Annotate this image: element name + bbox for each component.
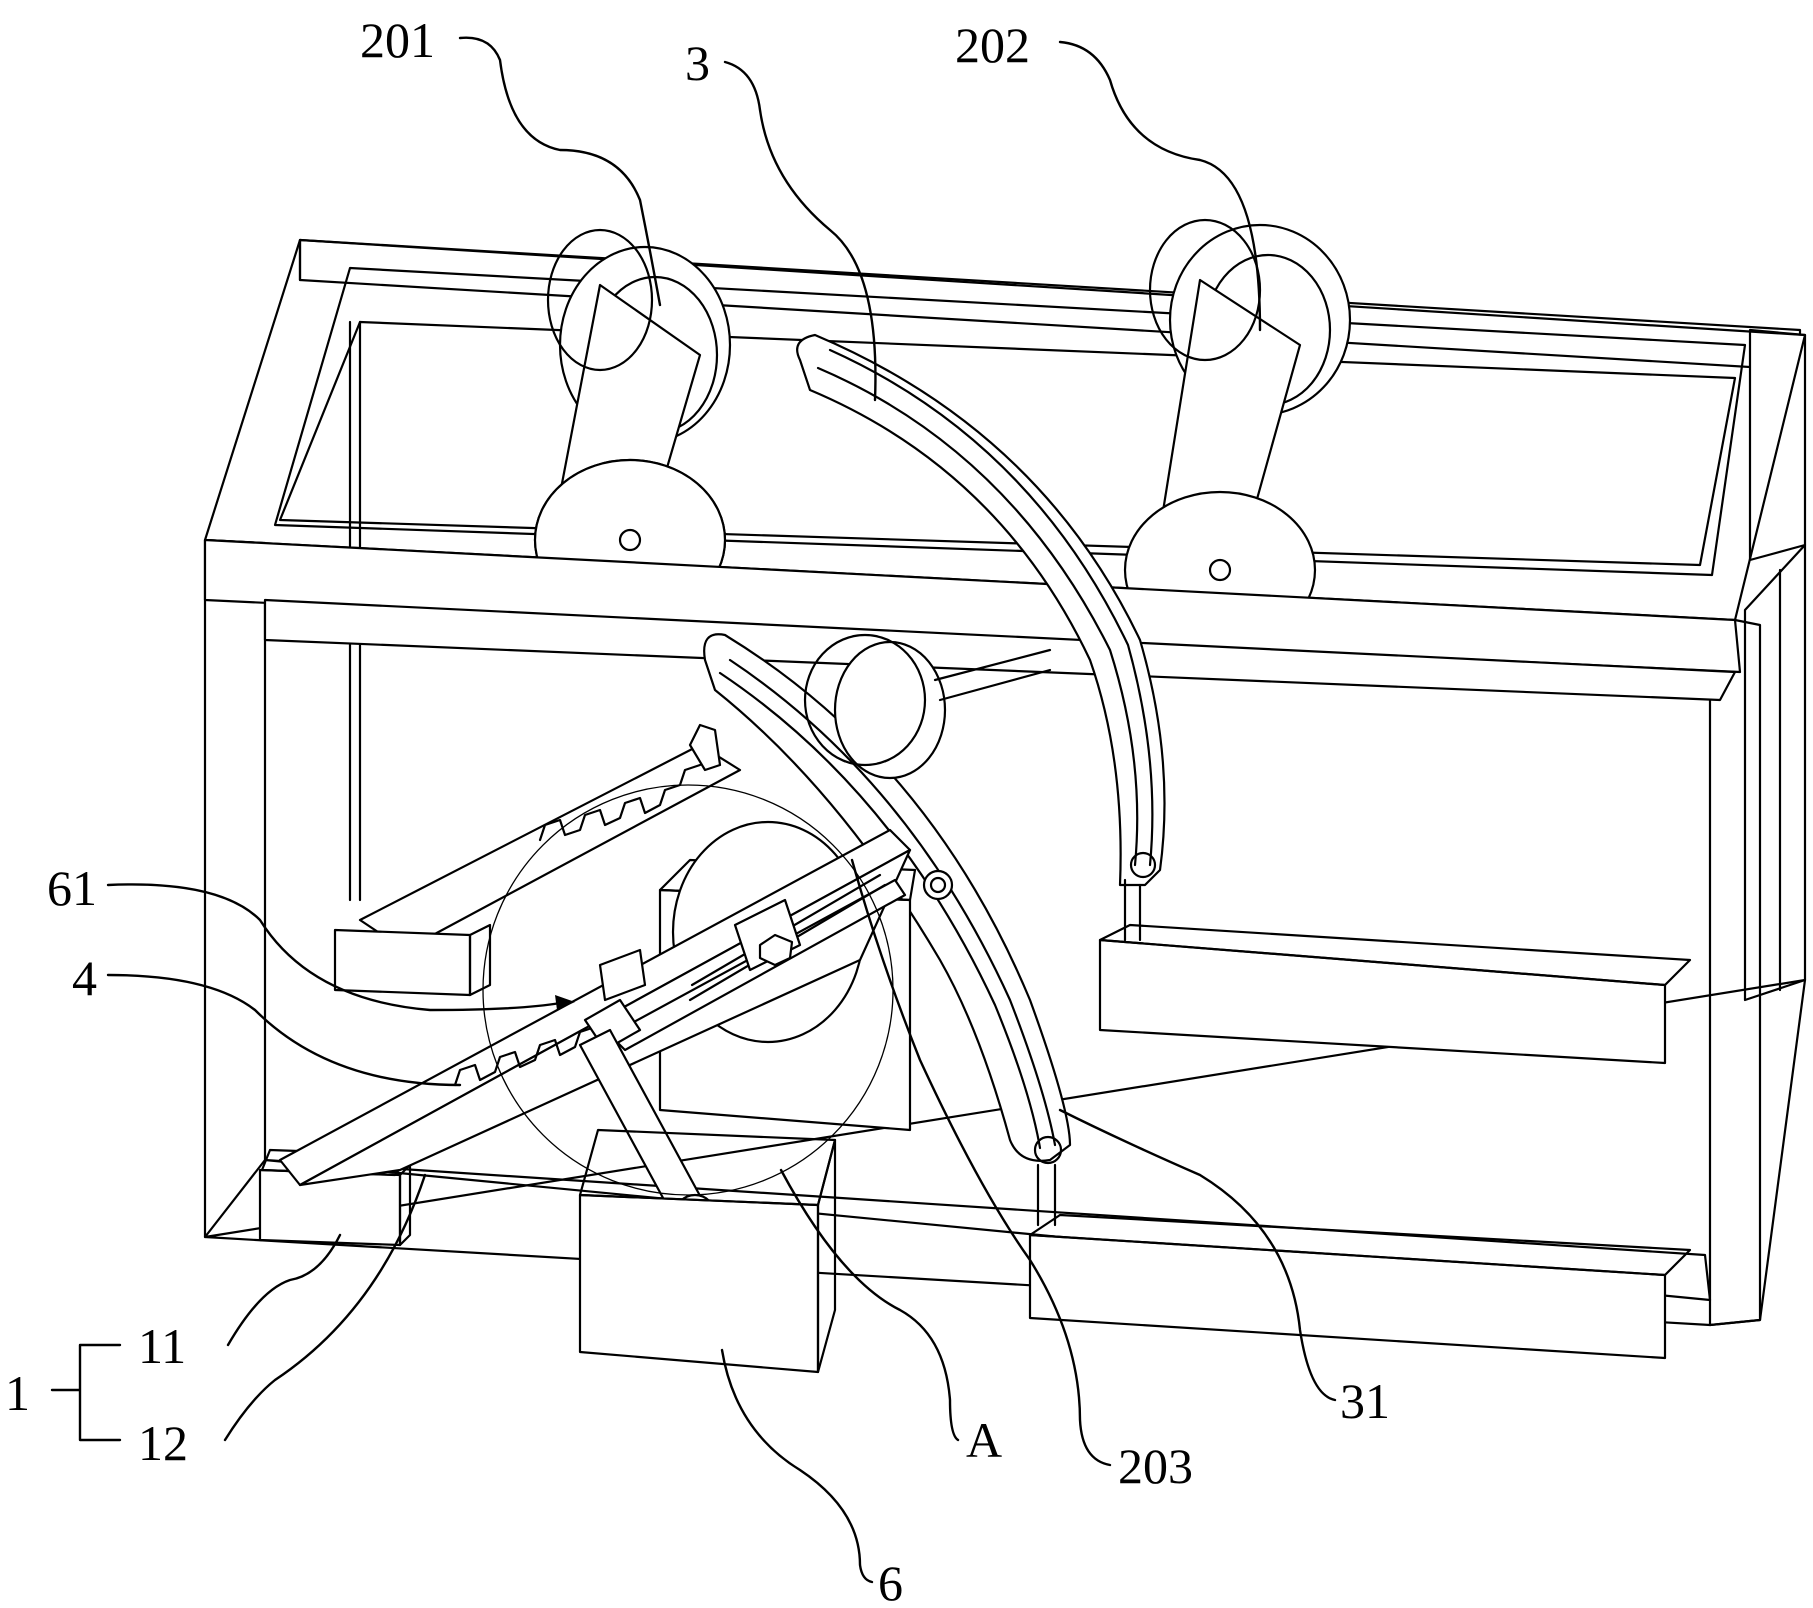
slotted-arm <box>608 873 907 1052</box>
curved-guide-3 <box>796 333 1166 942</box>
bracket-1 <box>50 1343 122 1442</box>
frame-left-post <box>203 538 267 1239</box>
label-A: A <box>966 1412 1002 1468</box>
leader-11 <box>226 1233 342 1347</box>
leader-3 <box>723 60 877 402</box>
label-1: 1 <box>5 1365 30 1421</box>
label-61: 61 <box>47 860 97 916</box>
leader-A <box>779 1168 960 1442</box>
leader-201 <box>458 36 662 307</box>
label-6: 6 <box>878 1555 903 1608</box>
frame-right-post <box>1708 618 1762 1327</box>
reference-labels: 201 3 202 61 4 1 11 12 6 A 203 31 <box>5 12 1390 1608</box>
leader-4 <box>106 973 462 1087</box>
label-203: 203 <box>1118 1438 1193 1494</box>
leader-61 <box>106 883 562 1012</box>
motor-block-6 <box>578 1128 837 1374</box>
roller-203 <box>803 633 1052 780</box>
label-11: 11 <box>138 1318 186 1374</box>
frame <box>203 238 1807 1327</box>
label-4: 4 <box>72 950 97 1006</box>
frame-top-front <box>203 538 1742 674</box>
leader-12 <box>223 1173 427 1442</box>
label-201: 201 <box>360 12 435 68</box>
base-plates-right <box>1028 923 1692 1360</box>
label-31: 31 <box>1340 1373 1390 1429</box>
label-3: 3 <box>685 35 710 91</box>
rack-upper <box>358 723 742 952</box>
label-12: 12 <box>138 1415 188 1471</box>
leader-6 <box>720 1348 874 1584</box>
leader-31 <box>1058 1108 1337 1402</box>
leader-203 <box>850 858 1112 1467</box>
label-202: 202 <box>955 17 1030 73</box>
leader-lines <box>50 36 1337 1584</box>
arrow-61 <box>555 995 575 1010</box>
leader-202 <box>1058 40 1262 332</box>
base-plates-left <box>258 923 492 1247</box>
